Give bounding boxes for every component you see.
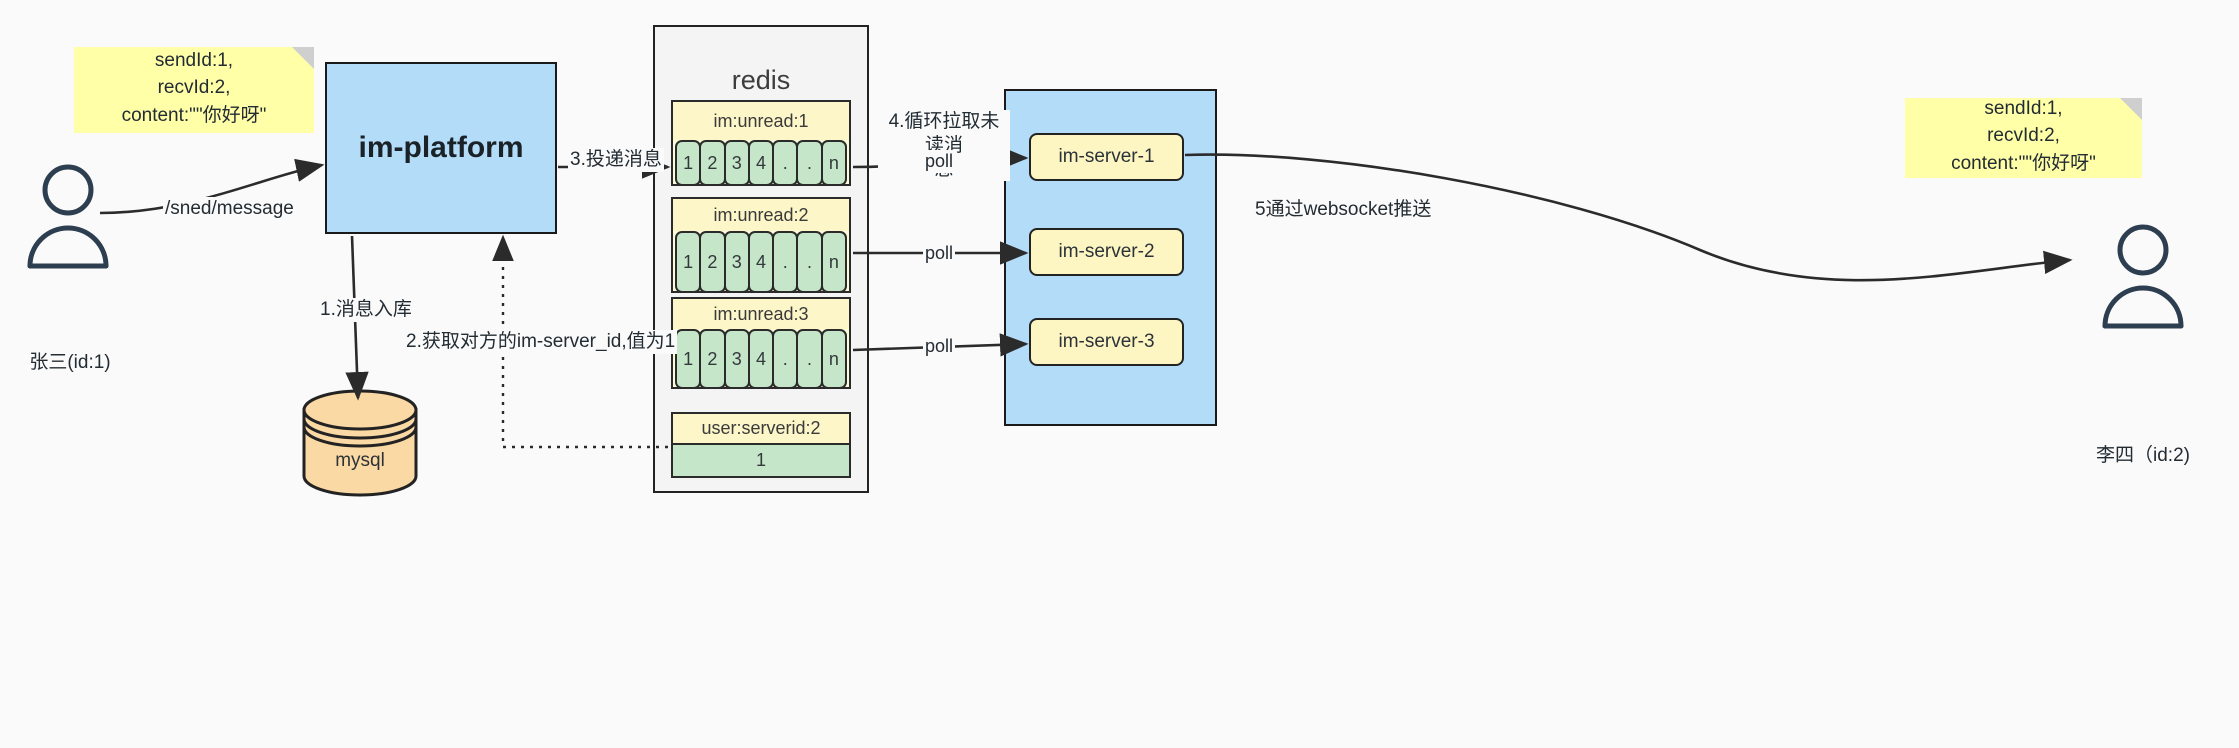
redis-list-cells-1: 1 2 3 4 . . n: [673, 140, 849, 188]
node-im-server-1[interactable]: im-server-1: [1029, 133, 1184, 181]
redis-kv-value: 1: [671, 445, 851, 478]
note-fold-corner-icon: [292, 47, 314, 69]
database-cylinder-icon: [302, 389, 418, 497]
edge-label-poll-2: poll: [923, 242, 956, 265]
redis-kv-key: user:serverid:2: [671, 412, 851, 445]
redis-key-group-3[interactable]: im:unread:3 1 2 3 4 . . n: [671, 297, 851, 389]
edge-label-send-message: /sned/message: [163, 197, 296, 221]
redis-key-group-1[interactable]: im:unread:1 1 2 3 4 . . n: [671, 100, 851, 186]
list-cell: 3: [723, 329, 750, 389]
actor-receiver-label: 李四（id:2): [2096, 445, 2190, 466]
list-cell: 1: [675, 329, 702, 389]
actor-receiver: [2095, 222, 2191, 332]
list-cell: .: [772, 140, 799, 186]
redis-key-group-2[interactable]: im:unread:2 1 2 3 4 . . n: [671, 197, 851, 293]
redis-kv-user-serverid[interactable]: user:serverid:2 1: [671, 412, 851, 478]
list-cell: n: [820, 140, 847, 186]
node-im-platform-label: im-platform: [358, 131, 524, 164]
node-redis-label: redis: [731, 65, 791, 95]
edge-label-poll-1: poll: [923, 150, 956, 173]
note-left-message-payload: sendId:1, recvId:2, content:""你好呀": [74, 47, 314, 133]
list-cell: 2: [699, 231, 726, 293]
node-im-server-1-label: im-server-1: [1058, 146, 1155, 167]
edge-label-step1: 1.消息入库: [318, 298, 414, 322]
node-im-server-2[interactable]: im-server-2: [1029, 228, 1184, 276]
note-left-text: sendId:1, recvId:2, content:""你好呀": [121, 49, 267, 126]
redis-list-cells-3: 1 2 3 4 . . n: [673, 329, 849, 391]
note-right-text: sendId:1, recvId:2, content:""你好呀": [1951, 97, 2096, 174]
redis-list-cells-2: 1 2 3 4 . . n: [673, 231, 849, 295]
note-fold-corner-icon: [2120, 98, 2142, 120]
redis-key-label-1: im:unread:1: [673, 102, 849, 140]
actor-sender: [20, 162, 116, 272]
list-cell: 1: [675, 140, 702, 186]
node-im-server-3[interactable]: im-server-3: [1029, 318, 1184, 366]
redis-key-label-3: im:unread:3: [673, 299, 849, 329]
list-cell: 4: [747, 231, 775, 293]
list-cell: n: [820, 329, 847, 389]
list-cell: .: [796, 231, 823, 293]
redis-key-label-2: im:unread:2: [673, 199, 849, 231]
node-mysql-label: mysql: [335, 450, 385, 471]
edge-label-poll-3: poll: [923, 335, 956, 358]
actor-sender-label: 张三(id:1): [29, 352, 111, 373]
node-mysql[interactable]: mysql: [300, 388, 420, 498]
list-cell: 3: [723, 140, 750, 186]
list-cell: 2: [699, 329, 726, 389]
person-icon: [2102, 224, 2184, 329]
edge-label-step3: 3.投递消息: [568, 148, 664, 172]
person-icon: [27, 164, 109, 269]
list-cell: 1: [675, 231, 702, 293]
list-cell: 3: [723, 231, 750, 293]
list-cell: .: [796, 140, 823, 186]
node-im-server-2-label: im-server-2: [1058, 241, 1155, 262]
edge-label-step2: 2.获取对方的im-server_id,值为1: [404, 330, 678, 354]
node-im-platform[interactable]: im-platform: [325, 62, 557, 234]
node-im-server-3-label: im-server-3: [1058, 331, 1155, 352]
list-cell: .: [772, 231, 799, 293]
note-right-message-payload: sendId:1, recvId:2, content:""你好呀": [1905, 98, 2142, 178]
list-cell: 4: [747, 140, 775, 186]
list-cell: .: [796, 329, 823, 389]
list-cell: n: [820, 231, 847, 293]
list-cell: 2: [699, 140, 726, 186]
edge-label-step5: 5通过websocket推送: [1253, 198, 1434, 222]
list-cell: 4: [747, 329, 775, 389]
list-cell: .: [772, 329, 799, 389]
